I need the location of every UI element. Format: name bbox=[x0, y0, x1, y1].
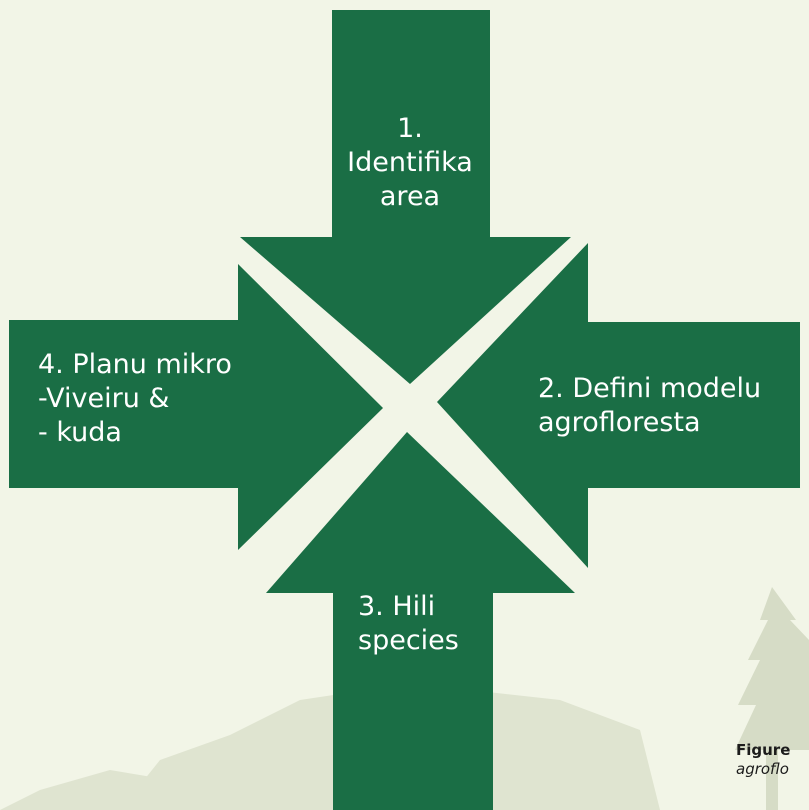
step-1-line-3: area bbox=[379, 181, 441, 212]
step-4-label: 4. Planu mikro -Viveiru & - kuda bbox=[38, 348, 232, 450]
step-1-line-2: Identifika bbox=[347, 147, 473, 178]
step-3-line-2: species bbox=[358, 625, 459, 656]
step-2-line-1: 2. Defini modelu bbox=[538, 373, 762, 404]
arrow-step-2 bbox=[437, 243, 800, 568]
step-2-line-2: agrofloresta bbox=[538, 407, 701, 438]
background-scenery bbox=[0, 688, 660, 810]
step-4-line-2: -Viveiru & bbox=[38, 383, 170, 414]
step-3-line-1: 3. Hili bbox=[358, 591, 436, 622]
step-4-line-3: - kuda bbox=[38, 417, 122, 448]
pine-tree-illustration bbox=[735, 587, 809, 810]
figure-caption: Figure agroflo bbox=[736, 741, 790, 779]
step-3-label: 3. Hili species bbox=[358, 590, 459, 658]
caption-figure-label: Figure bbox=[736, 741, 791, 759]
step-4-line-1: 4. Planu mikro bbox=[38, 349, 232, 380]
step-1-line-1: 1. bbox=[397, 113, 423, 144]
step-1-label: 1. Identifika area bbox=[330, 112, 490, 214]
caption-italic-text: agroflo bbox=[736, 760, 789, 778]
step-2-label: 2. Defini modelu agrofloresta bbox=[538, 372, 761, 440]
arrow-step-4 bbox=[9, 264, 383, 550]
arrow-step-1 bbox=[240, 10, 571, 384]
arrow-step-3 bbox=[266, 432, 575, 810]
